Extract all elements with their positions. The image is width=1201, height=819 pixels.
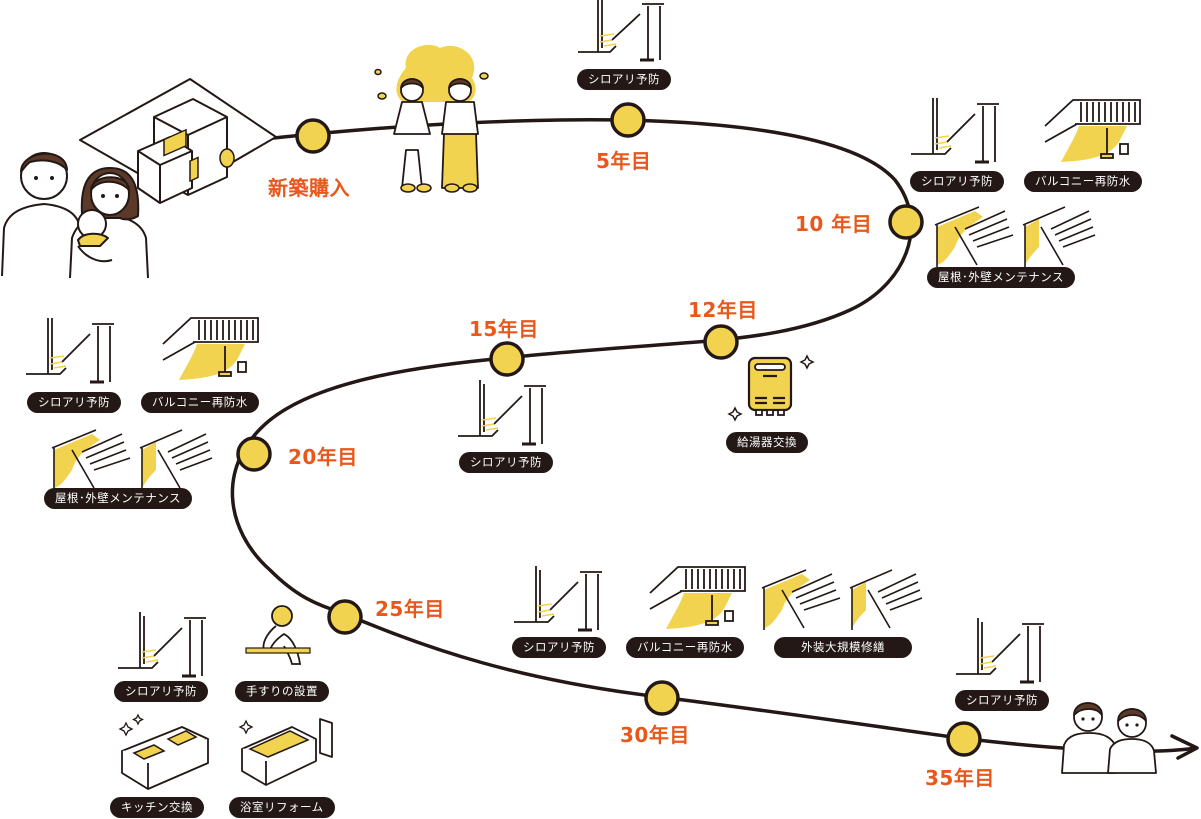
task-pill-y25-kitchen: キッチン交換 [110, 797, 204, 818]
milestone-label-y15: 15年目 [469, 317, 539, 341]
milestone-label-y25: 25年目 [375, 597, 445, 621]
milestone-label-y5: 5年目 [596, 149, 652, 173]
task-pill-y25-handrail: 手すりの設置 [235, 681, 329, 702]
elderly-couple-icon [1061, 702, 1157, 774]
milestone-label-y10: 10 年目 [795, 212, 873, 236]
bathtub-icon [238, 718, 333, 786]
roof-wall-paint-icon [934, 206, 1096, 267]
milestone-marker-purchase [295, 118, 331, 154]
task-pill-y10-roof: 屋根･外壁メンテナンス [927, 267, 1076, 288]
termite-spray-icon [458, 380, 546, 446]
handrail-install-icon [245, 605, 311, 665]
water-heater-icon [727, 354, 815, 422]
task-pill-y35-termite: シロアリ予防 [955, 690, 1049, 711]
milestone-marker-y12 [703, 324, 739, 360]
task-pill-y30-balcony: バルコニー再防水 [626, 637, 744, 658]
task-pill-y20-balcony: バルコニー再防水 [141, 392, 259, 413]
termite-spray-icon [911, 98, 999, 164]
termite-spray-icon [118, 612, 206, 678]
task-pill-y10-termite: シロアリ予防 [910, 171, 1004, 192]
balcony-waterproof-icon [162, 317, 259, 380]
milestone-label-y35: 35年目 [925, 766, 995, 790]
family-with-baby-icon [1, 152, 149, 279]
termite-spray-icon [26, 318, 114, 384]
task-pill-y25-bath: 浴室リフォーム [229, 797, 335, 818]
roof-wall-paint-icon [51, 429, 213, 490]
task-pill-y12-heater: 給湯器交換 [726, 432, 808, 453]
roof-wall-paint-icon [761, 569, 923, 630]
balcony-waterproof-icon [1044, 99, 1141, 162]
school-children-icon [374, 44, 489, 193]
milestone-marker-y5 [610, 102, 646, 138]
task-pill-y20-roof: 屋根･外壁メンテナンス [44, 488, 193, 509]
milestone-marker-y30 [644, 680, 680, 716]
milestone-label-y20: 20年目 [288, 445, 358, 469]
termite-spray-icon [514, 566, 602, 632]
task-pill-y30-termite: シロアリ予防 [512, 637, 606, 658]
milestone-marker-y10 [888, 204, 924, 240]
milestone-marker-y25 [327, 599, 363, 635]
task-pill-y25-termite: シロアリ予防 [114, 681, 208, 702]
termite-spray-icon [578, 0, 664, 62]
milestone-label-y30: 30年目 [620, 723, 690, 747]
milestone-marker-y20 [236, 436, 272, 472]
milestone-label-purchase: 新築購入 [268, 176, 350, 200]
task-pill-y15-termite: シロアリ予防 [459, 452, 553, 473]
milestone-marker-y15 [489, 341, 525, 377]
termite-spray-icon [956, 618, 1044, 684]
balcony-waterproof-icon [649, 566, 746, 629]
kitchen-icon [118, 713, 209, 790]
task-pill-y10-balcony: バルコニー再防水 [1024, 171, 1142, 192]
task-pill-y5-termite: シロアリ予防 [577, 69, 671, 90]
milestone-marker-y35 [946, 721, 982, 757]
task-pill-y30-exterior: 外装大規模修繕 [774, 637, 912, 658]
new-house-icon [79, 78, 277, 204]
milestone-label-y12: 12年目 [688, 298, 758, 322]
task-pill-y20-termite: シロアリ予防 [27, 392, 121, 413]
